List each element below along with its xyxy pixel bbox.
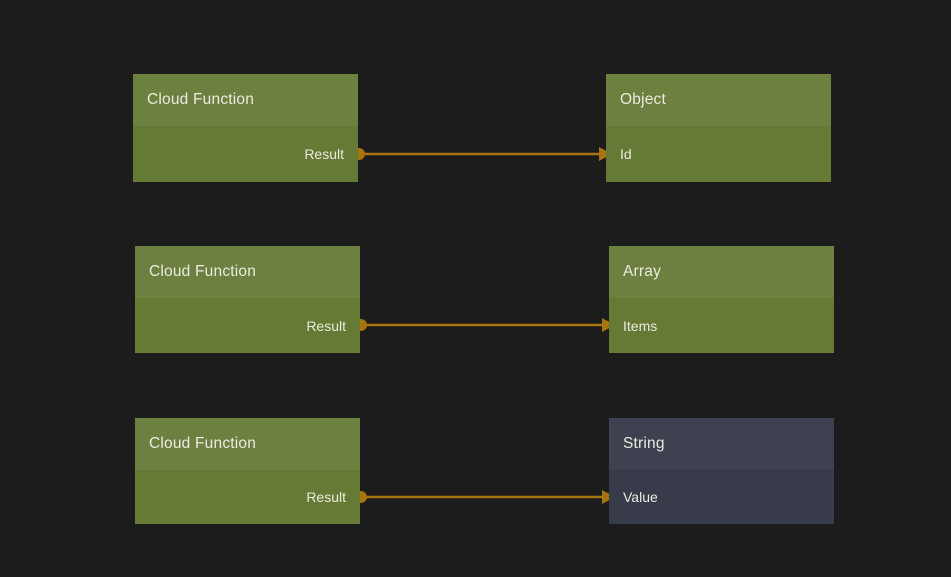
output-port-label[interactable]: Result [306, 489, 346, 505]
output-port-label[interactable]: Result [306, 317, 346, 334]
input-port-label[interactable]: Value [623, 488, 658, 505]
connection-edge[interactable] [355, 490, 615, 504]
node-header[interactable]: String [609, 418, 834, 469]
node-title: Cloud Function [149, 435, 257, 452]
input-port-label[interactable]: Id [620, 146, 632, 162]
node-header[interactable]: Cloud Function [135, 246, 360, 298]
node-body[interactable]: Value [609, 469, 834, 524]
node-title: Array [623, 263, 662, 280]
node-header[interactable]: Object [606, 74, 831, 126]
node-title: String [623, 434, 665, 452]
node-header[interactable]: Cloud Function [133, 74, 358, 126]
node-header[interactable]: Cloud Function [135, 418, 360, 470]
output-port-label[interactable]: Result [304, 146, 344, 162]
node-title: Cloud Function [149, 263, 257, 280]
node-body[interactable]: Id [606, 126, 831, 182]
input-port-label[interactable]: Items [623, 317, 658, 334]
node-body[interactable]: Items [609, 298, 834, 353]
connection-edge[interactable] [353, 147, 612, 161]
node-body[interactable]: Result [135, 470, 360, 524]
node-body[interactable]: Result [135, 298, 360, 353]
node-title: Cloud Function [147, 91, 255, 108]
node-header[interactable]: Array [609, 246, 834, 298]
connection-edge[interactable] [355, 318, 615, 332]
node-title: Object [620, 91, 666, 108]
node-body[interactable]: Result [133, 126, 358, 182]
